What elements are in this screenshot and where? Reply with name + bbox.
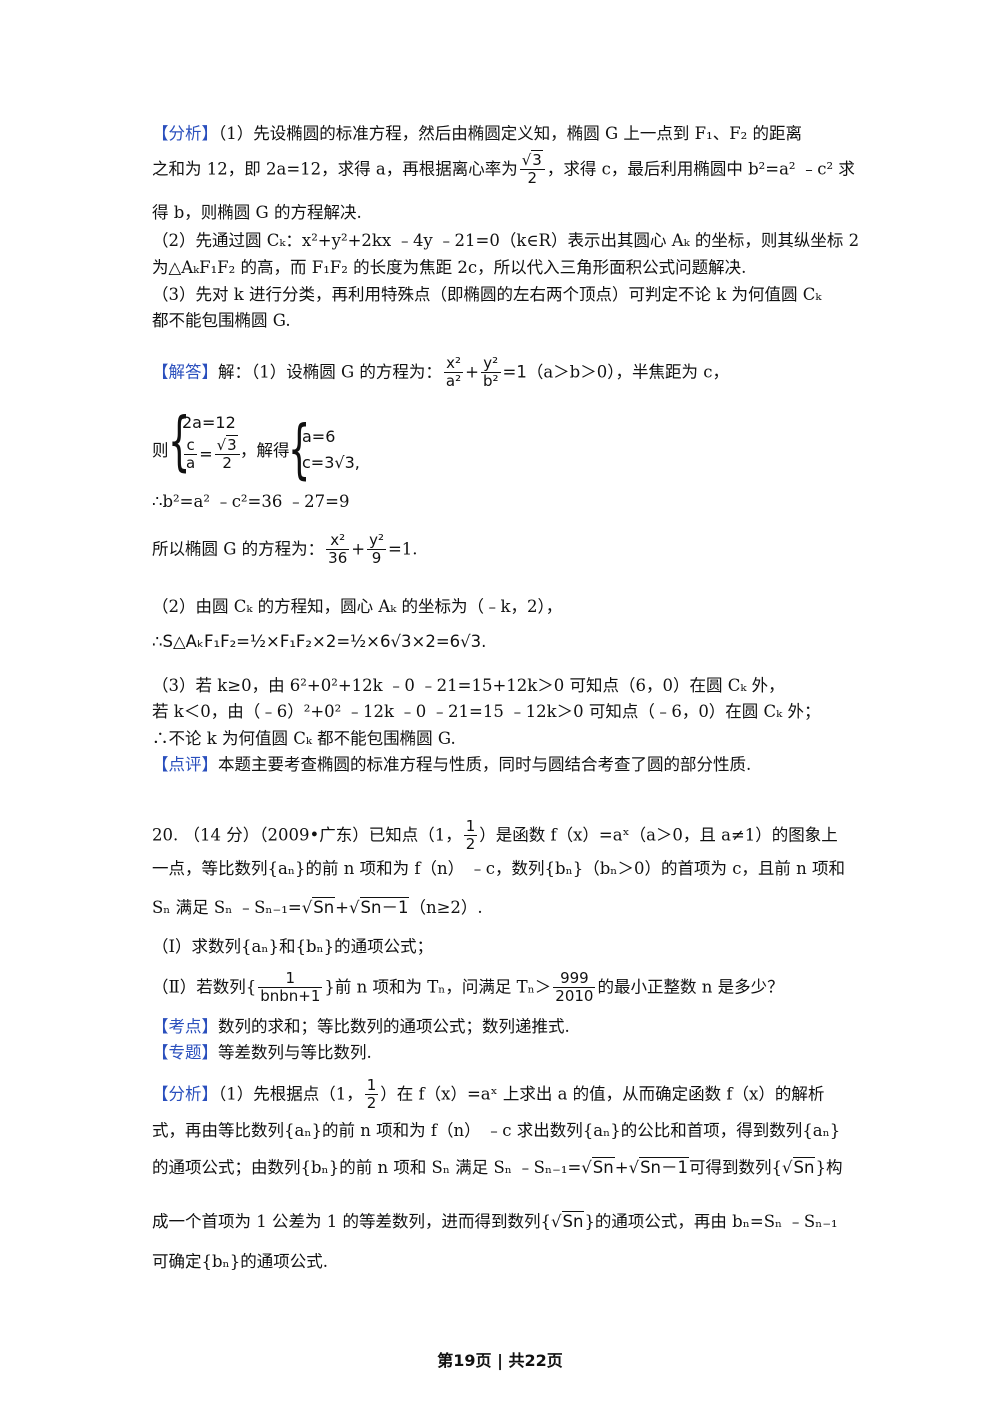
comment1-line: 【点评】本题主要考查椭圆的标准方程与性质，同时与圆结合考查了圆的部分性质. [152,755,752,774]
solution1-ze: 则 [152,441,169,460]
analysis20-line2: 式，再由等比数列{aₙ}的前 n 项和为 f（n） ﹣c 求出数列{aₙ}的公比… [152,1121,841,1140]
solution-tag: 【解答】 [152,362,218,382]
analysis1-line6: （3）先对 k 进行分类，再利用特殊点（即椭圆的左右两个顶点）可判定不论 k 为… [152,285,822,304]
q20-kaodian: 【考点】数列的求和；等比数列的通项公式；数列递推式. [152,1017,570,1036]
analysis1-line1: 【分析】（1）先设椭圆的标准方程，然后由椭圆定义知，椭圆 G 上一点到 F₁、F… [152,124,803,143]
solution1-line9: ∴不论 k 为何值圆 Cₖ 都不能包围椭圆 G. [152,729,456,748]
q20-zhuanti: 【专题】等差数列与等比数列. [152,1043,372,1062]
solution1-line3: ∴b²=a² ﹣c²=36 ﹣27=9 [152,492,350,511]
system2-eq1: a=6 [302,427,336,446]
page-footer: 第19页 | 共22页 [437,1351,563,1370]
system1-brace: { [168,405,191,479]
analysis1-line5: 为△AₖF₁F₂ 的高，而 F₁F₂ 的长度为焦距 2c，所以代入三角形面积公式… [152,258,747,277]
q20-line2: 一点，等比数列{aₙ}的前 n 项和为 f（n） ﹣c，数列{bₙ}（bₙ＞0）… [152,859,846,878]
system2-eq2: c=3√3, [302,453,360,472]
solution1-line6: ∴S△AₖF₁F₂=½×F₁F₂×2=½×6√3×2=6√3. [152,632,487,651]
analysis20-line5: 可确定{bₙ}的通项公式. [152,1252,328,1271]
system2-brace: { [288,413,311,487]
solution1-line5: （2）由圆 Cₖ 的方程知，圆心 Aₖ 的坐标为（﹣k，2）， [152,597,563,616]
system1-eq1: 2a=12 [182,413,236,432]
solution1-jiede: ，解得 [240,441,290,460]
analysis20-line4: 成一个首项为 1 公差为 1 的等差数列，进而得到数列{√Sn}的通项公式，再由… [152,1211,838,1231]
analysis-tag: 【分析】 [152,124,218,143]
q20-line3: Sₙ 满足 Sₙ ﹣Sₙ₋₁=√Sn+√Sn－1（n≥2）. [152,897,483,917]
comment-tag: 【点评】 [152,755,218,774]
analysis1-line7: 都不能包围椭圆 G. [152,311,291,330]
analysis1-line3: 得 b，则椭圆 G 的方程解决. [152,203,362,222]
analysis1-line4: （2）先通过圆 Cₖ：x²+y²+2kx ﹣4y ﹣21=0（k∈R）表示出其圆… [152,231,860,250]
solution1-line8: 若 k＜0，由（﹣6）²+0² ﹣12k ﹣0 ﹣21=15 ﹣12k＞0 可知… [152,702,821,721]
q20-part1: （Ⅰ）求数列{aₙ}和{bₙ}的通项公式； [152,937,434,956]
analysis20-line3: 的通项公式；由数列{bₙ}的前 n 项和 Sₙ 满足 Sₙ ﹣Sₙ₋₁=√Sn+… [152,1157,843,1177]
solution1-line7: （3）若 k≥0，由 6²+0²+12k ﹣0 ﹣21=15+12k＞0 可知点… [152,676,785,695]
